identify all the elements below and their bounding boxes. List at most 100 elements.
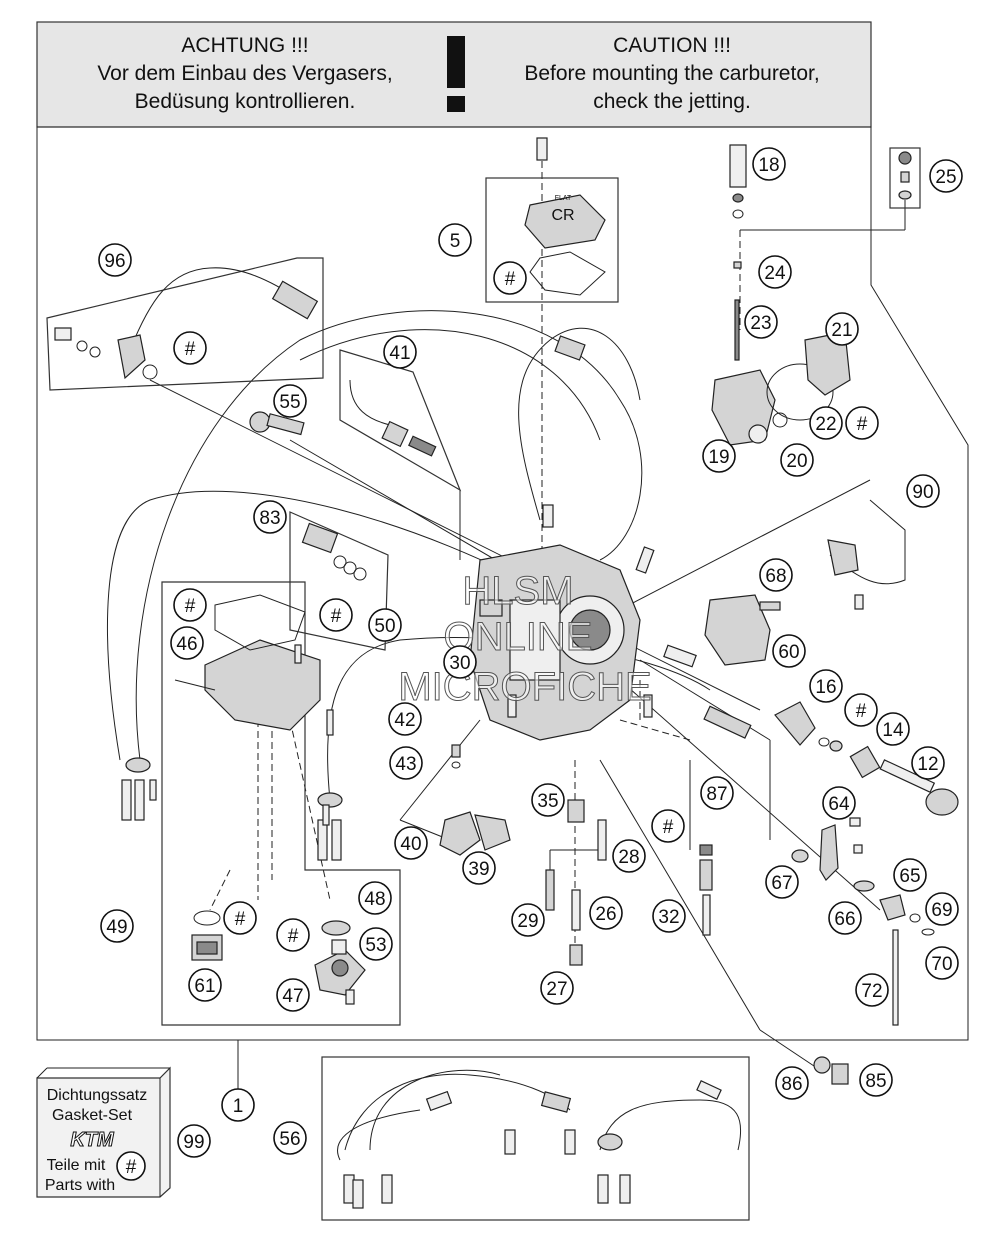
callout-label: 25 (935, 167, 956, 188)
callout-circle (511, 903, 545, 937)
callout-label: 55 (279, 392, 300, 413)
cable-sleeve-right (663, 644, 697, 668)
callout-label: 64 (828, 794, 850, 815)
callout-42: 42 (388, 702, 422, 736)
callout-label: 27 (546, 979, 567, 1000)
callout-67: 67 (765, 865, 799, 899)
callout-label: # (185, 339, 196, 360)
callout-label: 28 (618, 847, 639, 868)
callout-circle (223, 901, 257, 935)
hash-callout: # (493, 261, 527, 295)
callout-23: 23 (744, 305, 778, 339)
callout-label: 41 (389, 343, 410, 364)
callout-label: 19 (708, 447, 729, 468)
linkage-cover (439, 811, 511, 856)
part-42 (451, 744, 461, 758)
callout-circle (438, 223, 472, 257)
warning-en-line-3: check the jetting. (593, 90, 751, 113)
fitting-87 (703, 705, 752, 739)
exclamation-icon (447, 36, 465, 112)
hash-callout: # (319, 598, 353, 632)
ktm-logo: KTM (70, 1129, 115, 1151)
hash-callout: # (223, 901, 257, 935)
screw-60 (759, 601, 781, 611)
callout-53: 53 (359, 927, 393, 961)
callout-label: 96 (104, 251, 125, 272)
callout-circle (170, 626, 204, 660)
slide-19 (711, 369, 776, 446)
callout-label: 40 (400, 834, 421, 855)
callout-circle (893, 858, 927, 892)
callout-30: 30 (443, 645, 477, 679)
screw-right-body (643, 694, 653, 718)
fitting-41 (349, 379, 437, 457)
needle-assembly (729, 144, 747, 361)
callout-circle (173, 331, 207, 365)
callout-circle (925, 946, 959, 980)
callout-label: # (505, 269, 516, 290)
callout-circle (825, 312, 859, 346)
callout-circle (859, 1063, 893, 1097)
throttle-cables (107, 310, 711, 801)
box-cover (485, 177, 619, 303)
screw-below-body (507, 694, 517, 718)
hash-callout: # (845, 406, 879, 440)
callout-25: 25 (929, 159, 963, 193)
callout-label: # (856, 701, 867, 722)
callout-circle (276, 978, 310, 1012)
callout-circle (929, 159, 963, 193)
callout-label: # (185, 596, 196, 617)
callout-label: 48 (364, 889, 385, 910)
hash-marker: # (126, 1157, 137, 1178)
housing-68 (704, 594, 771, 666)
callout-label: 1 (233, 1096, 244, 1117)
callout-label: 90 (912, 482, 933, 503)
callout-circle (809, 669, 843, 703)
callout-39: 39 (462, 851, 496, 885)
callout-1: 1 (221, 1088, 255, 1122)
callout-50: 50 (368, 608, 402, 642)
callout-circle (389, 746, 423, 780)
parts: FLAT CR (54, 137, 959, 1209)
callout-35: 35 (531, 783, 565, 817)
hash-callout: # (844, 693, 878, 727)
callout-label: 68 (765, 566, 786, 587)
washer-86 (813, 1056, 831, 1074)
callout-circle (780, 443, 814, 477)
callout-circle (809, 406, 843, 440)
callout-circle (221, 1088, 255, 1122)
callout-72: 72 (855, 973, 889, 1007)
watermark-line-2: ONLINE (444, 615, 593, 659)
callout-circle (765, 865, 799, 899)
callout-87: 87 (700, 776, 734, 810)
gasket-set-label-en: Gasket-Set (52, 1107, 133, 1124)
callout-47: 47 (276, 978, 310, 1012)
callout-circle (844, 693, 878, 727)
callout-circle (177, 1124, 211, 1158)
callout-circle (702, 439, 736, 473)
part-20 (772, 412, 788, 428)
watermark: HLSM ONLINE MICROFICHE (398, 569, 652, 710)
box-cables (321, 1056, 750, 1221)
callout-18: 18 (752, 147, 786, 181)
idle-screw-55 (249, 411, 305, 436)
vent-hose (54, 267, 319, 380)
callout-label: # (857, 414, 868, 435)
callout-circle (925, 892, 959, 926)
callout-label: 42 (394, 710, 415, 731)
callout-label: 23 (750, 313, 771, 334)
callout-label: 39 (468, 859, 489, 880)
callout-48: 48 (358, 881, 392, 915)
callout-14: 14 (876, 712, 910, 746)
callout-label: 65 (899, 866, 920, 887)
callout-32: 32 (652, 899, 686, 933)
watermark-line-1: HLSM (462, 569, 573, 613)
warning-de-line-1: ACHTUNG !!! (181, 34, 308, 57)
callout-circle (388, 702, 422, 736)
callout-circle (759, 558, 793, 592)
callout-label: # (331, 606, 342, 627)
callout-circle (828, 901, 862, 935)
callout-circle (273, 1121, 307, 1155)
callout-circle (188, 968, 222, 1002)
callout-circle (758, 255, 792, 289)
